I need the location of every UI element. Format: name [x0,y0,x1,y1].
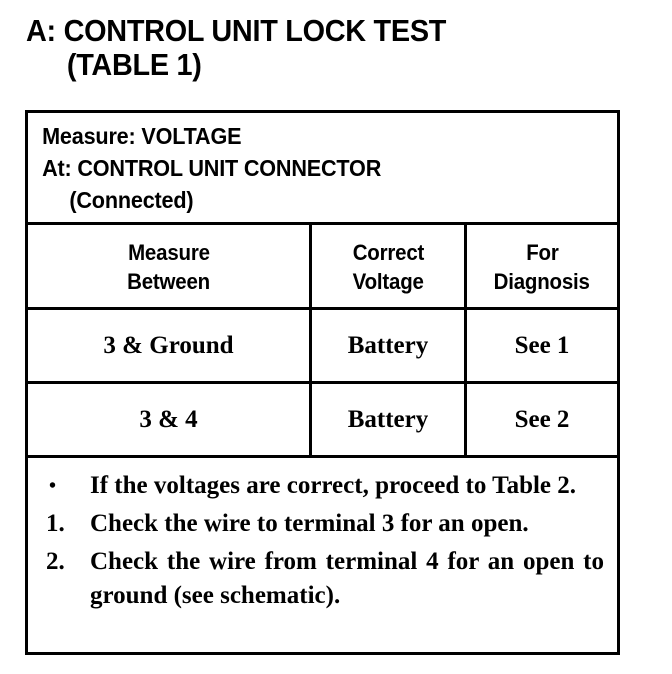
cell-for-diagnosis-text: See 1 [514,332,570,359]
column-header-for-diagnosis-line-2: Diagnosis [493,269,591,294]
cell-for-diagnosis: See 1 [467,310,617,381]
column-header-correct-voltage: Correct Voltage [312,225,467,307]
cell-measure-between-text: 3 & Ground [103,332,234,359]
cell-measure-between: 3 & Ground [28,310,312,381]
cell-correct-voltage: Battery [312,310,467,381]
at-label: At: CONTROL UNIT CONNECTOR [42,155,382,181]
measure-label: Measure: VOLTAGE [42,123,242,149]
bullet-icon: • [49,475,57,497]
note-numbered-item-2: 2. Check the wire from terminal 4 for an… [46,545,604,613]
note-bullet-text: If the voltages are correct, proceed to … [90,472,577,499]
measure-header-block: Measure: VOLTAGE At: CONTROL UNIT CONNEC… [28,113,617,225]
note-marker-1: 1. [46,510,65,537]
table-header-row: Measure Between Correct Voltage For Diag… [28,225,617,310]
note-bullet-item: • If the voltages are correct, proceed t… [46,469,604,503]
connected-label: (Connected) [69,187,194,213]
cell-for-diagnosis: See 2 [467,384,617,455]
table-row: 3 & Ground Battery See 1 [28,310,617,384]
cell-correct-voltage-text: Battery [347,406,429,433]
cell-correct-voltage-text: Battery [347,332,429,359]
page-title-line-1: A: CONTROL UNIT LOCK TEST [26,13,447,48]
diagnostic-table: Measure: VOLTAGE At: CONTROL UNIT CONNEC… [25,110,620,655]
cell-measure-between-text: 3 & 4 [139,406,198,433]
column-header-for-diagnosis-line-1: For [525,240,559,265]
note-numbered-text-1: Check the wire to terminal 3 for an open… [90,510,529,537]
column-header-correct-voltage-line-1: Correct [352,240,424,265]
note-numbered-item-1: 1. Check the wire to terminal 3 for an o… [46,507,604,541]
page-title-line-2: (TABLE 1) [66,47,202,82]
note-numbered-text-2: Check the wire from terminal 4 for an op… [90,548,604,609]
column-header-correct-voltage-line-2: Voltage [352,269,424,294]
cell-correct-voltage: Battery [312,384,467,455]
column-header-measure-between-line-2: Between [127,269,210,294]
column-header-for-diagnosis: For Diagnosis [467,225,617,307]
column-header-measure-between: Measure Between [28,225,312,307]
note-marker-2: 2. [46,548,65,575]
cell-for-diagnosis-text: See 2 [514,406,570,433]
table-row: 3 & 4 Battery See 2 [28,384,617,458]
column-header-measure-between-line-1: Measure [127,240,210,265]
notes-section: • If the voltages are correct, proceed t… [28,458,617,613]
page-title: A: CONTROL UNIT LOCK TEST (TABLE 1) [26,14,626,82]
cell-measure-between: 3 & 4 [28,384,312,455]
